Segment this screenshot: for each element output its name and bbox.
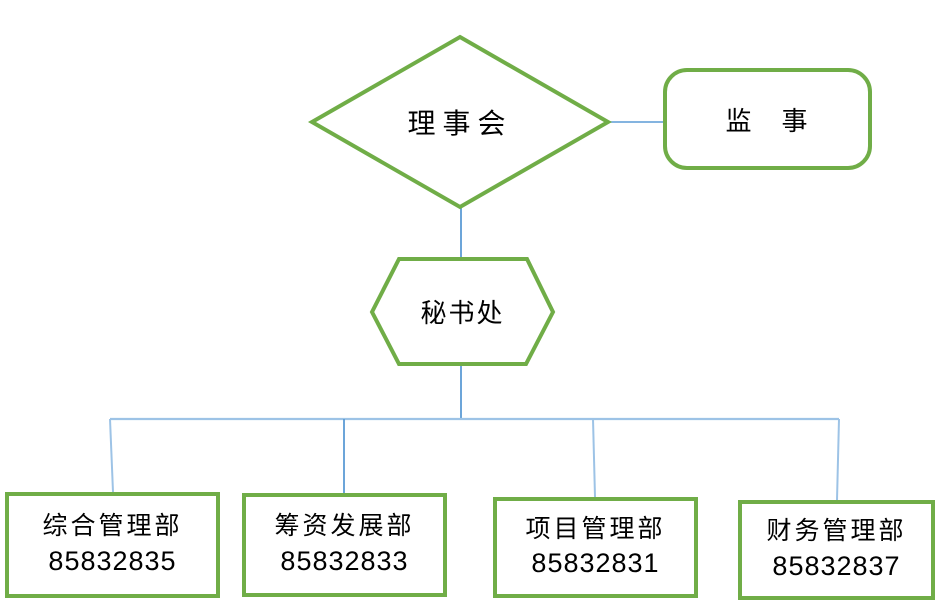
dept-name: 筹资发展部 [274,513,415,541]
dept-name: 项目管理部 [525,515,666,543]
dept-name: 综合管理部 [42,513,183,541]
supervisor-label: 监 事 [725,106,810,136]
connector-drop-dept-4 [836,418,840,501]
dept-phone: 85832835 [48,545,177,576]
dept-phone: 85832837 [772,550,901,581]
dept-phone: 85832831 [531,548,660,579]
dept-phone: 85832833 [280,545,409,576]
node-supervisor: 监 事 [663,68,872,170]
node-dept-general-management: 综合管理部 85832835 [5,492,220,598]
dept-name: 财务管理部 [766,518,907,546]
node-dept-project-management: 项目管理部 85832831 [493,497,698,598]
node-dept-fundraising-development: 筹资发展部 85832833 [242,493,447,597]
connector-drop-dept-3 [592,418,596,498]
board-diamond-shape [307,34,613,210]
secretariat-hexagon-shape [369,257,556,366]
connector-drop-dept-1 [109,418,114,493]
node-dept-financial-management: 财务管理部 85832837 [738,500,935,600]
